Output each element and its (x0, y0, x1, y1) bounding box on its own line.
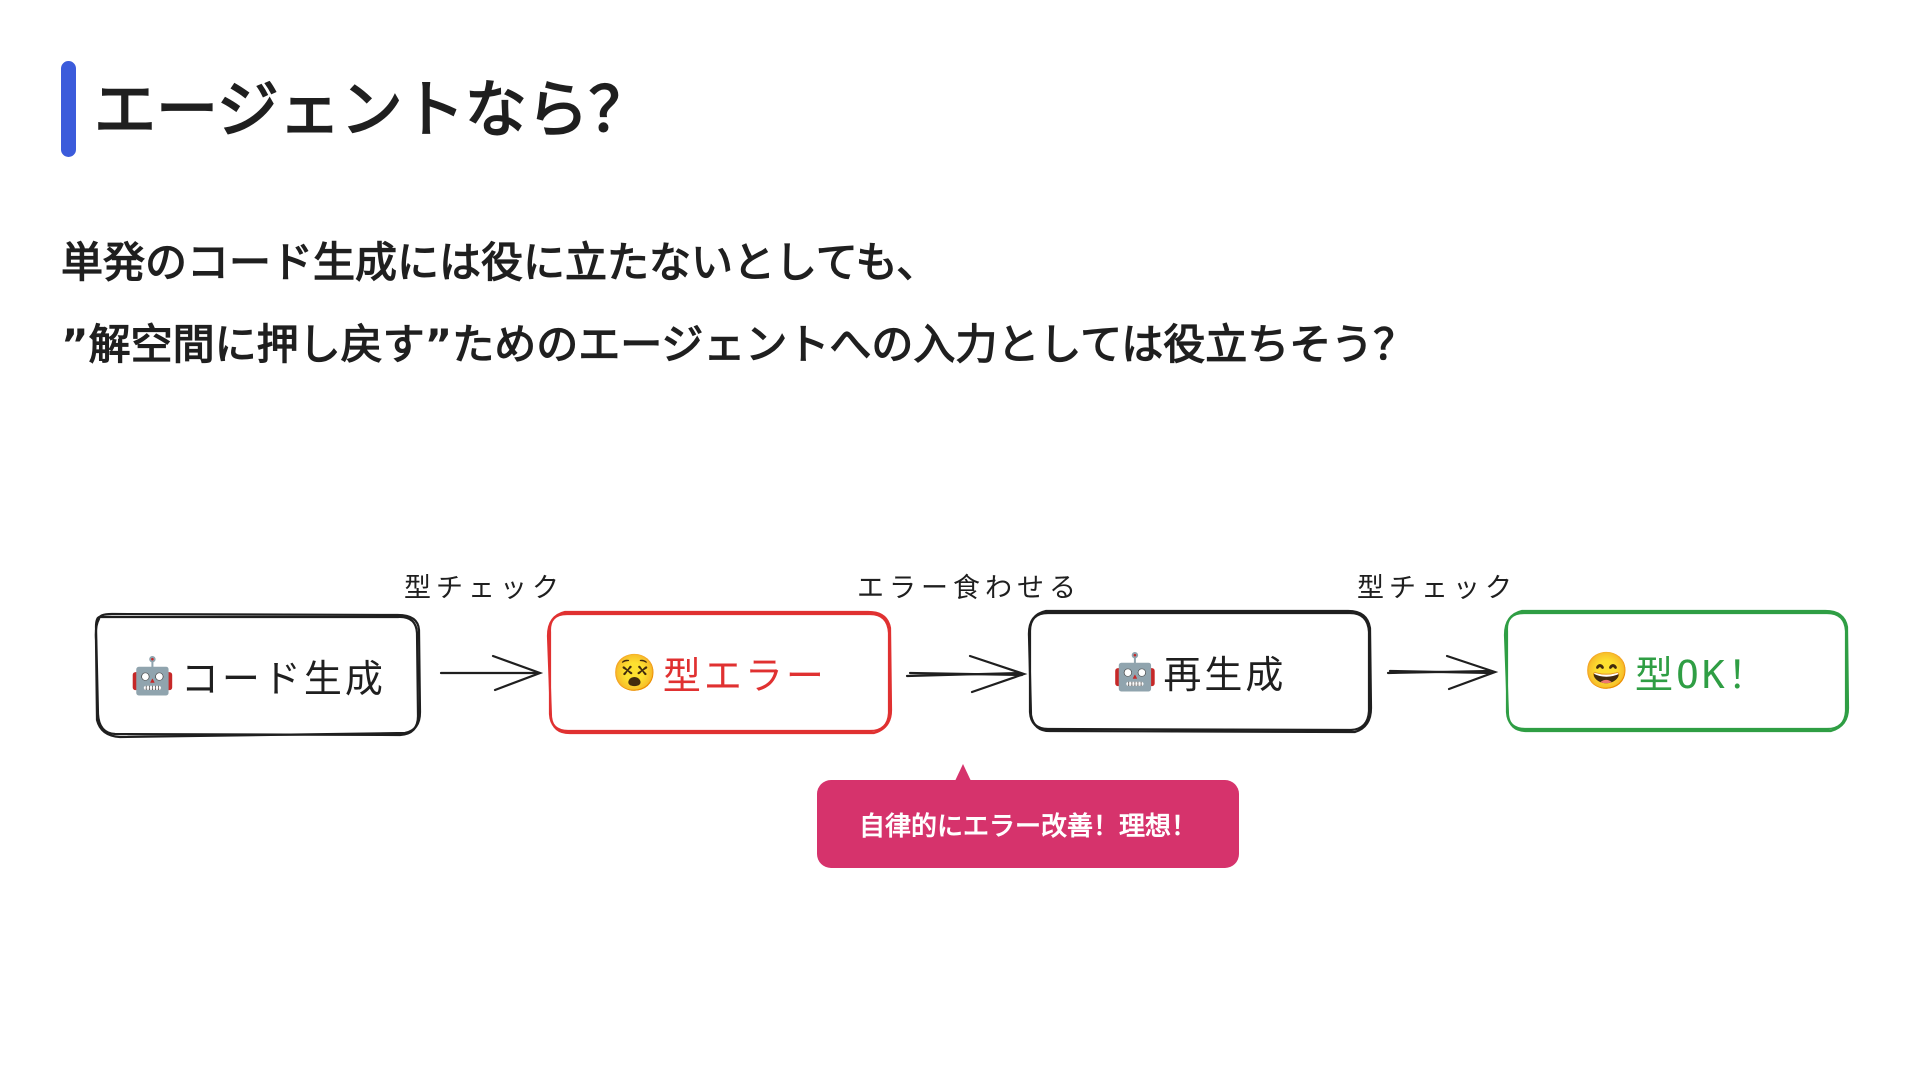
node-type-ok-label: 型OK！ (1635, 652, 1769, 697)
title-accent-bar (61, 61, 76, 157)
node-code-gen-label: コード生成 (180, 657, 386, 701)
edge-label-type-check-1: 型チェック (404, 573, 564, 604)
arrow-code-gen-to-type-error (439, 654, 544, 692)
callout-text: 自律的にエラー改善！理想！ (858, 811, 1197, 842)
robot-icon: 🤖 (130, 655, 175, 697)
arrow-regenerate-to-type-ok (1386, 654, 1499, 691)
slide-title: エージェントなら？ (94, 73, 651, 146)
callout-bubble: 自律的にエラー改善！理想！ (817, 780, 1239, 868)
edge-label-type-check-2: 型チェック (1357, 573, 1517, 604)
arrow-type-error-to-regenerate (905, 654, 1028, 694)
node-regenerate: 🤖 再生成 (1030, 613, 1369, 730)
node-type-ok: 😄 型OK！ (1507, 613, 1846, 729)
node-type-error: 😵 型エラー (550, 614, 889, 731)
body-line-2: ”解空間に押し戻す”ためのエージェントへの入力としては役立ちそう？ (61, 320, 1416, 369)
body-line-1: 単発のコード生成には役に立たないとしても、 (61, 238, 939, 287)
edge-label-feed-errors: エラー食わせる (857, 573, 1081, 604)
node-type-error-label: 型エラー (662, 654, 827, 698)
dizzy-face-icon: 😵 (612, 652, 657, 694)
grinning-face-icon: 😄 (1584, 651, 1630, 692)
node-regenerate-label: 再生成 (1163, 653, 1287, 697)
slide-body: 単発のコード生成には役に立たないとしても、 ”解空間に押し戻す”ためのエージェン… (61, 222, 1415, 386)
robot-icon: 🤖 (1112, 651, 1158, 693)
callout-pointer (955, 764, 971, 781)
node-code-gen: 🤖 コード生成 (98, 617, 418, 734)
